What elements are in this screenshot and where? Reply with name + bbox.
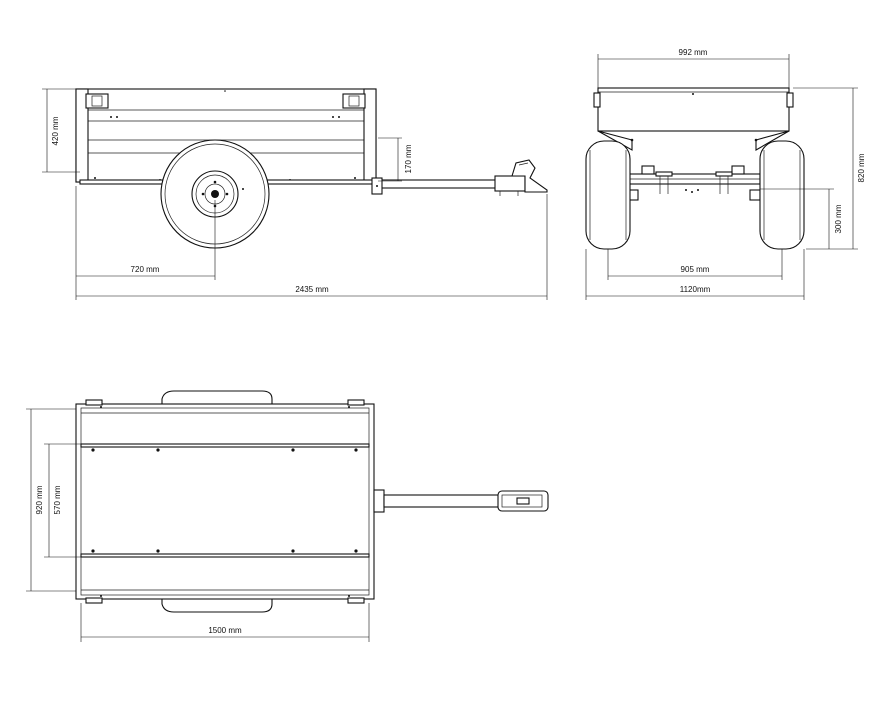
dim-top-length: 1500 mm [208,626,242,635]
rear-wheel-right [759,140,805,250]
side-hinge-right [342,93,366,109]
dim-top-width: 920 mm [35,485,44,514]
dim-top-inner-width: 570 mm [53,485,62,514]
dim-side-height: 420 mm [51,116,60,145]
rear-view: 992 mm 820 mm 300 mm 905 mm 1120mm [585,48,866,300]
top-drawbar [383,494,503,508]
top-mudguard-bottom [161,598,273,613]
top-mudguard-top [161,390,273,405]
side-rear-post [363,88,377,183]
dim-rear-total-width: 1120mm [680,285,711,294]
dim-side-axle: 720 mm [131,265,160,274]
top-view: 920 mm 570 mm 1500 mm [26,390,549,642]
dim-side-side-height: 170 mm [404,144,413,173]
dim-rear-track: 905 mm [681,265,710,274]
side-hinge-left [85,93,109,109]
dim-rear-wheel-height: 300 mm [834,204,843,233]
dim-side-length: 2435 mm [295,285,329,294]
dim-rear-height: 820 mm [857,153,866,182]
rear-box [597,87,790,132]
side-view: 420 mm 170 mm 720 mm 2435 mm [42,88,548,300]
top-box [75,403,375,600]
dim-rear-top-width: 992 mm [679,48,708,57]
side-coupling [511,159,548,193]
rear-wheel-left [585,140,631,250]
